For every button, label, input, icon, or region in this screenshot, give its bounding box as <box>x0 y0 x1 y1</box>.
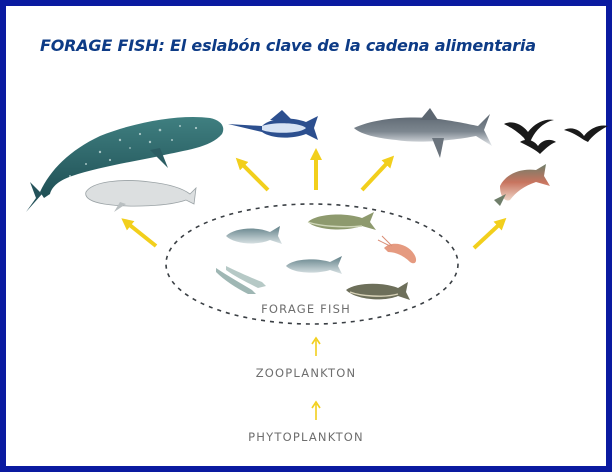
sand-eel-icon <box>216 266 266 294</box>
shark-icon <box>354 108 492 158</box>
mackerel-icon <box>346 282 410 300</box>
salmon-icon <box>494 164 550 206</box>
arrow-to-salmon <box>474 222 502 248</box>
forage-fish-label: FORAGE FISH <box>0 302 612 316</box>
shrimp-icon <box>378 236 416 263</box>
menhaden-icon <box>308 212 376 230</box>
arrow-to-manatee <box>126 222 156 246</box>
arrow-to-shark <box>362 160 390 190</box>
anchovy-icon <box>286 256 342 274</box>
zooplankton-label: ZOOPLANKTON <box>0 366 612 380</box>
seabird-icon <box>504 120 608 154</box>
arrow-to-marlin <box>240 162 268 190</box>
manatee-icon <box>86 180 196 212</box>
herring-icon <box>226 226 282 244</box>
marlin-icon <box>228 110 318 140</box>
phytoplankton-label: PHYTOPLANKTON <box>0 430 612 444</box>
